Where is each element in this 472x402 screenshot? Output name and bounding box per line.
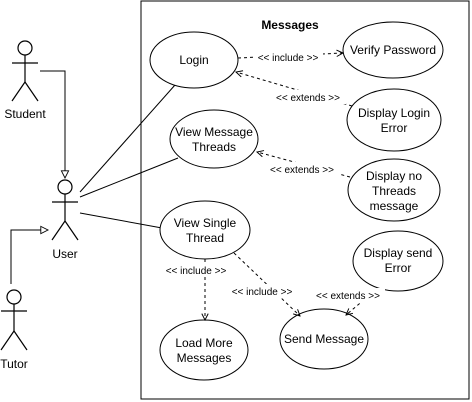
usecase-display-send-error-label-2: Error (385, 261, 412, 275)
relation-login-include-verify-label: << include >> (258, 53, 319, 64)
usecase-display-login-error-label-1: Display Login (358, 106, 430, 120)
usecase-load-more-messages-label-2: Messages (177, 351, 232, 365)
usecase-send-message-label: Send Message (284, 332, 364, 346)
usecase-view-single-thread-label-2: Thread (186, 231, 224, 245)
usecase-send-message[interactable] (279, 308, 369, 370)
usecase-load-more-messages[interactable] (159, 319, 249, 381)
usecase-login[interactable] (149, 31, 239, 89)
usecase-view-message-threads-label-1: View Message (175, 125, 253, 139)
usecase-view-message-threads[interactable] (169, 109, 259, 169)
system-title: Messages (261, 18, 319, 32)
generalization-student-user (40, 70, 65, 178)
association-user-view-threads (79, 157, 179, 198)
usecase-display-login-error[interactable] (346, 88, 442, 152)
usecase-display-no-threads-label-3: message (370, 199, 419, 213)
generalization-tutor-user (10, 230, 48, 284)
association-user-view-single (79, 212, 163, 229)
usecase-display-send-error-label-1: Display send (364, 246, 433, 260)
usecase-display-no-threads-label-2: Threads (372, 184, 416, 198)
relation-single-include-load-label: << include >> (166, 266, 227, 277)
usecase-display-no-threads[interactable] (347, 158, 441, 222)
association-user-login (79, 84, 176, 193)
relation-threads-extends-label: << extends >> (270, 165, 334, 176)
actor-user[interactable] (51, 179, 79, 241)
actor-student[interactable] (11, 40, 39, 102)
relation-single-include-send-label: << include >> (232, 287, 293, 298)
usecase-display-send-error[interactable] (352, 230, 444, 292)
usecase-load-more-messages-label-1: Load More (175, 336, 233, 350)
usecase-verify-password-label: Verify Password (350, 43, 436, 57)
actor-tutor[interactable] (0, 289, 28, 351)
actor-user-label: User (52, 247, 77, 261)
usecase-view-single-thread[interactable] (159, 200, 251, 260)
usecase-login-label: Login (179, 53, 208, 67)
actor-student-label: Student (4, 107, 46, 121)
usecase-view-message-threads-label-2: Threads (192, 140, 236, 154)
usecase-display-no-threads-label-1: Display no (366, 169, 422, 183)
actor-tutor-label: Tutor (0, 357, 28, 371)
usecase-view-single-thread-label-1: View Single (174, 216, 237, 230)
usecase-display-login-error-label-2: Error (381, 121, 408, 135)
relation-login-error-extends-label: << extends >> (276, 93, 340, 104)
relation-send-error-extends-label: << extends >> (316, 291, 380, 302)
